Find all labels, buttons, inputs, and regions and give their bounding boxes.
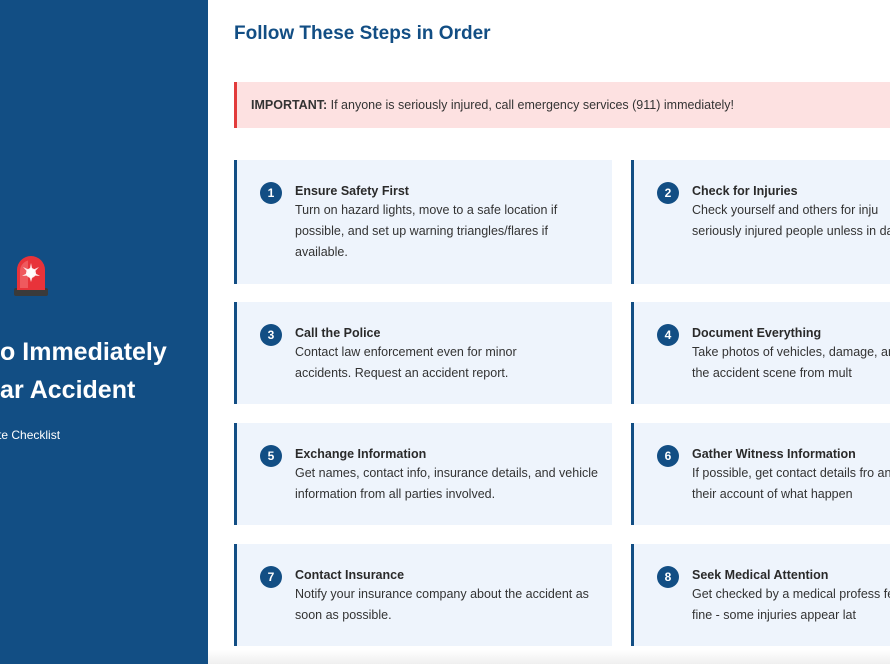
step-card: 3 Call the Police Contact law enforcemen… (234, 302, 612, 404)
step-title: Document Everything (692, 326, 822, 340)
step-description: If possible, get contact details fro and… (692, 466, 890, 501)
step-description: Get checked by a medical profess feel fi… (692, 587, 890, 622)
step-description: Check yourself and others for inju serio… (692, 203, 890, 238)
step-number-badge: 1 (260, 182, 282, 204)
step-number-badge: 2 (657, 182, 679, 204)
alert-text: If anyone is seriously injured, call eme… (327, 98, 735, 112)
step-title: Contact Insurance (295, 568, 405, 582)
step-card: 7 Contact Insurance Notify your insuranc… (234, 544, 612, 646)
page-heading: Follow These Steps in Order (234, 23, 491, 44)
alert-label: IMPORTANT: (251, 98, 328, 112)
step-number-badge: 4 (657, 324, 679, 346)
steps-grid: 1 Ensure Safety First Turn on hazard lig… (234, 160, 890, 650)
step-title: Ensure Safety First (295, 184, 409, 198)
step-title: Exchange Information (295, 447, 427, 461)
step-card: 6 Gather Witness Information If possible… (631, 423, 890, 525)
step-number-badge: 5 (260, 445, 282, 467)
step-card: 4 Document Everything Take photos of veh… (631, 302, 890, 404)
step-card: 1 Ensure Safety First Turn on hazard lig… (234, 160, 612, 284)
step-description: Contact law enforcement even for minor a… (295, 345, 517, 380)
step-description: Get names, contact info, insurance detai… (295, 466, 598, 501)
step-card: 8 Seek Medical Attention Get checked by … (631, 544, 890, 646)
step-description: Notify your insurance company about the … (295, 587, 589, 622)
step-card: 5 Exchange Information Get names, contac… (234, 423, 612, 525)
step-title: Gather Witness Information (692, 447, 856, 461)
bottom-shadow (208, 650, 890, 664)
step-number-badge: 7 (260, 566, 282, 588)
step-description: Turn on hazard lights, move to a safe lo… (295, 203, 558, 259)
siren-icon (14, 256, 48, 296)
sidebar-title-line1: Do Immediately (0, 338, 167, 366)
important-alert: IMPORTANT: If anyone is seriously injure… (234, 82, 890, 128)
step-number-badge: 8 (657, 566, 679, 588)
main-content: Follow These Steps in Order IMPORTANT: I… (208, 0, 890, 664)
step-description: Take photos of vehicles, damage, and the… (692, 345, 890, 380)
sidebar-title: Do Immediately Car Accident (0, 333, 208, 409)
step-title: Call the Police (295, 326, 381, 340)
step-number-badge: 3 (260, 324, 282, 346)
sidebar-title-line2: Car Accident (0, 376, 136, 404)
step-title: Seek Medical Attention (692, 568, 829, 582)
sidebar: Do Immediately Car Accident plete Checkl… (0, 0, 208, 664)
step-card: 2 Check for Injuries Check yourself and … (631, 160, 890, 284)
sidebar-subtitle: plete Checklist (0, 428, 61, 442)
step-number-badge: 6 (657, 445, 679, 467)
step-title: Check for Injuries (692, 184, 798, 198)
